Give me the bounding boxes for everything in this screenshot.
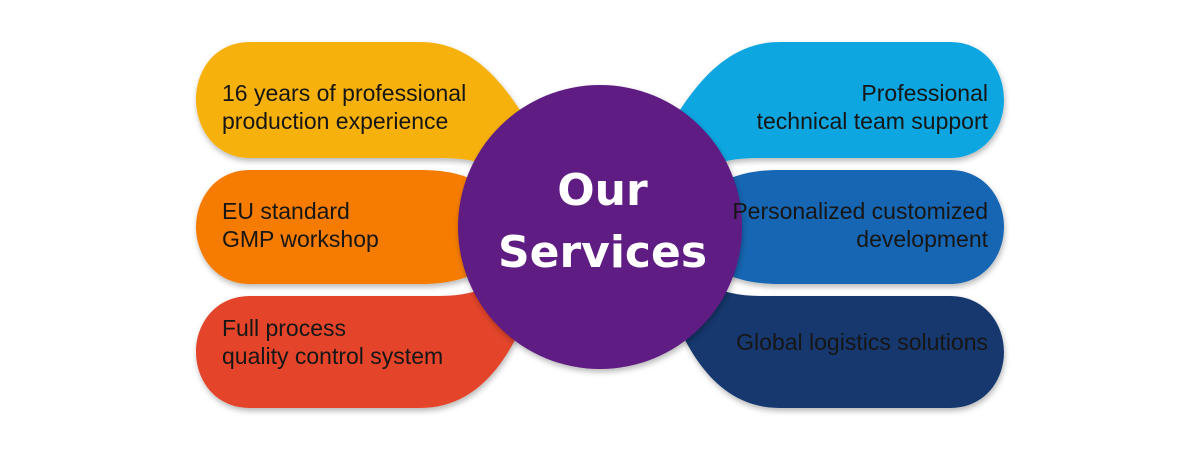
right-item-3-text: Global logistics solutions: [736, 328, 988, 356]
left-petal-1: [196, 42, 520, 170]
left-item-1-line-1: 16 years of professional: [222, 80, 467, 106]
left-item-3-line-2: quality control system: [222, 343, 444, 369]
center-circle: [458, 85, 742, 369]
left-item-2-line-2: GMP workshop: [222, 226, 379, 252]
center-title-line-1: Our: [557, 165, 648, 216]
right-item-2-text: Personalized customized development: [732, 197, 988, 253]
right-petal-1: [680, 42, 1004, 170]
right-item-1-text: Professional technical team support: [757, 79, 988, 135]
center-title-line-2: Services: [497, 227, 708, 278]
left-item-1-text: 16 years of professional production expe…: [222, 79, 466, 135]
right-item-1-line-1: Professional: [861, 80, 988, 106]
left-item-2-line-1: EU standard: [222, 198, 350, 224]
right-item-1-line-2: technical team support: [756, 108, 988, 134]
right-item-3-line-1: Global logistics solutions: [736, 329, 988, 355]
center-title: Our Services: [460, 160, 745, 284]
left-item-3-line-1: Full process: [222, 315, 346, 341]
left-item-1-line-2: production experience: [222, 108, 449, 134]
left-petal-2: [196, 170, 478, 284]
left-item-3-text: Full process quality control system: [222, 314, 443, 370]
left-item-2-text: EU standard GMP workshop: [222, 197, 379, 253]
right-petal-2: [722, 170, 1004, 284]
right-item-2-line-1: Personalized customized: [732, 198, 988, 224]
right-petal-3: [680, 282, 1004, 408]
right-item-2-line-2: development: [856, 226, 988, 252]
left-petal-3: [196, 282, 520, 408]
